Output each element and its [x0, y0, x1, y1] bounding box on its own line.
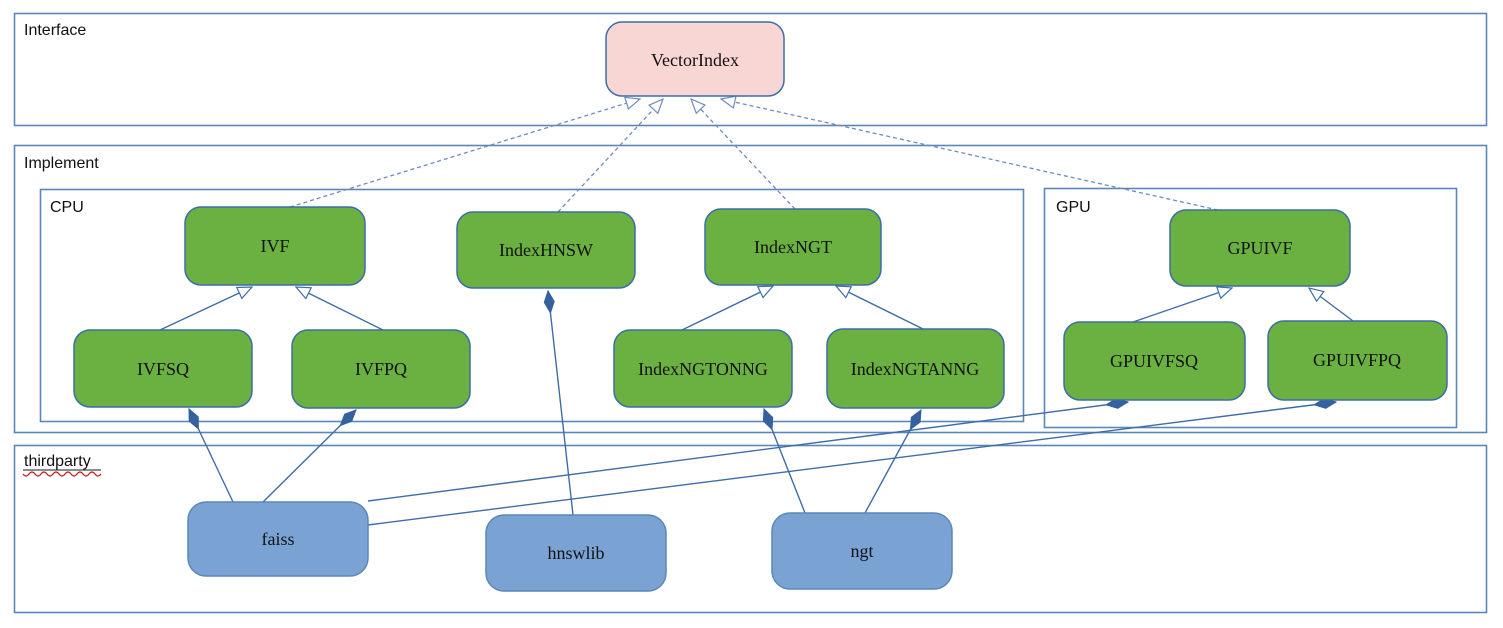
edge-indexhnsw-vectorindex[interactable] [557, 99, 663, 213]
node-hnswlib[interactable]: hnswlib [485, 514, 667, 592]
edge-ngt-indexngtonng[interactable] [764, 409, 806, 514]
cpu-container[interactable]: CPU [39, 188, 1025, 423]
node-gpuivf-label: GPUIVF [1227, 238, 1292, 258]
node-faiss[interactable]: faiss [187, 501, 369, 577]
node-ivfsq[interactable]: IVFSQ [73, 329, 253, 408]
edge-faiss-ivfpq[interactable] [262, 410, 356, 503]
interface-container-label: Interface [24, 22, 86, 39]
edge-indexngtanng-indexngt[interactable] [836, 286, 924, 330]
implement-container-label: Implement [24, 155, 99, 172]
node-vectorindex[interactable]: VectorIndex [605, 21, 785, 97]
node-gpuivfpq[interactable]: GPUIVFPQ [1267, 320, 1448, 401]
node-indexngtonng[interactable]: IndexNGTONNG [613, 329, 793, 408]
implement-container[interactable]: Implement [13, 144, 1488, 434]
edge-indexngt-vectorindex[interactable] [691, 99, 796, 210]
node-ivf-label: IVF [260, 236, 289, 256]
edge-ivf-vectorindex[interactable] [289, 99, 640, 208]
node-indexngtonng-label: IndexNGTONNG [638, 359, 768, 379]
node-indexhnsw[interactable]: IndexHNSW [456, 211, 636, 289]
node-ngt[interactable]: ngt [771, 512, 953, 590]
gpu-container-label: GPU [1056, 199, 1091, 216]
node-ivfsq-label: IVFSQ [137, 359, 189, 379]
interface-container[interactable]: Interface [13, 12, 1488, 127]
edge-indexngtonng-indexngt[interactable] [681, 286, 773, 331]
node-gpuivfsq[interactable]: GPUIVFSQ [1063, 321, 1246, 401]
edge-gpuivfpq-gpuivf[interactable] [1309, 288, 1354, 322]
edge-gpuivf-vectorindex[interactable] [721, 99, 1219, 211]
edge-ivfpq-ivf[interactable] [296, 287, 384, 331]
thirdparty-container-label: thirdparty [24, 453, 91, 470]
node-gpuivf[interactable]: GPUIVF [1169, 209, 1351, 287]
edge-ivfsq-ivf[interactable] [159, 287, 252, 331]
node-gpuivfpq-label: GPUIVFPQ [1313, 350, 1401, 370]
edge-faiss-gpuivfpq[interactable] [367, 402, 1336, 526]
gpu-container[interactable]: GPU [1043, 187, 1458, 429]
node-indexngt[interactable]: IndexNGT [704, 208, 882, 286]
node-indexngtanng[interactable]: IndexNGTANNG [826, 328, 1005, 409]
node-faiss-label: faiss [262, 529, 295, 549]
spellcheck-squiggle-icon [22, 471, 102, 477]
node-gpuivfsq-label: GPUIVFSQ [1110, 351, 1198, 371]
node-vectorindex-label: VectorIndex [651, 50, 739, 70]
node-ivf[interactable]: IVF [184, 206, 366, 286]
node-ivfpq[interactable]: IVFPQ [291, 329, 471, 409]
node-indexhnsw-label: IndexHNSW [499, 240, 593, 260]
node-indexngtanng-label: IndexNGTANNG [851, 359, 980, 379]
node-ivfpq-label: IVFPQ [355, 359, 407, 379]
edge-faiss-ivfsq[interactable] [188, 409, 234, 503]
node-hnswlib-label: hnswlib [547, 543, 604, 563]
thirdparty-container[interactable]: thirdparty [13, 444, 1488, 614]
edge-ngt-indexngtanng[interactable] [864, 410, 922, 514]
node-ngt-label: ngt [850, 541, 873, 561]
edge-hnswlib-indexhnsw[interactable] [548, 291, 574, 516]
edge-faiss-gpuivfsq[interactable] [367, 402, 1128, 502]
node-indexngt-label: IndexNGT [754, 237, 832, 257]
edge-gpuivfsq-gpuivf[interactable] [1132, 288, 1232, 323]
cpu-container-label: CPU [50, 199, 84, 216]
